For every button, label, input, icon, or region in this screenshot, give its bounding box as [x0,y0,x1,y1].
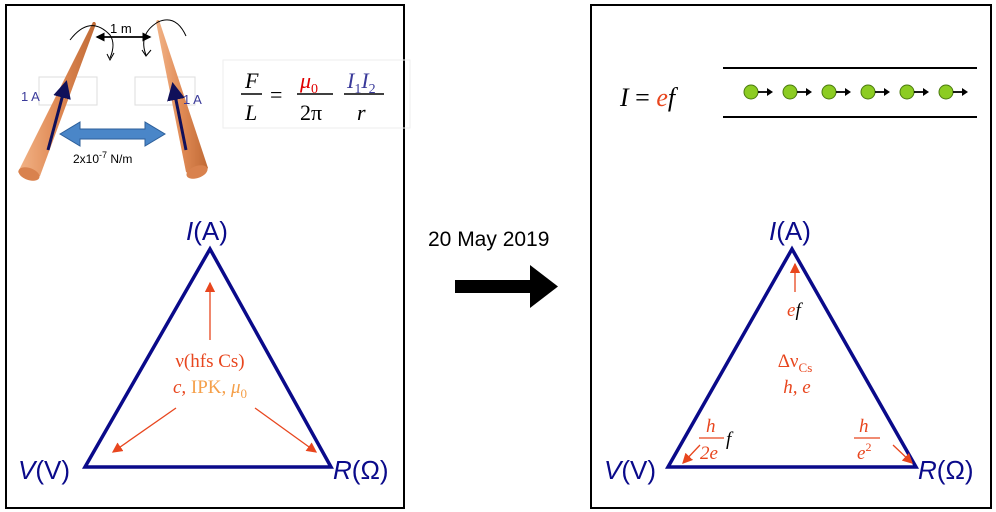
electron-stream [743,84,968,100]
svg-text:2π: 2π [300,100,322,125]
svg-text:μ0: μ0 [299,68,318,97]
top-ef-label: ef [787,300,803,321]
svg-text:h: h [859,416,869,437]
electron [899,84,929,100]
vertex-voltage-right: V(V) [604,455,656,485]
electron [743,84,773,100]
svg-text:I1I2: I1I2 [346,68,376,97]
date-label: 20 May 2019 [428,228,550,251]
electron [860,84,890,100]
electron [782,84,812,100]
electron [821,84,851,100]
current-label-left: 1 A [21,89,40,104]
vertex-resistance-right: R(Ω) [918,455,974,485]
cs-frequency-label: ΔνCs [778,351,813,375]
parallel-wires-illustration [18,19,208,181]
vertex-current-right: I(A) [769,216,811,246]
svg-text:e2: e2 [857,440,871,464]
vertex-current-left: I(A) [186,216,228,246]
constants-label-left: c, IPK, μ0 [173,377,247,401]
von-klitzing-constant-label: h e2 [854,416,880,464]
left-wire [18,22,96,180]
svg-text:h: h [706,416,716,437]
constants-label-right: h, e [783,377,810,398]
svg-text:F: F [244,68,259,93]
vertex-resistance-left: R(Ω) [333,455,389,485]
svg-text:L: L [244,100,257,125]
ampere-force-formula: F L = μ0 2π I1I2 r [222,59,411,129]
distance-label: 1 m [110,21,132,36]
josephson-constant-label: h 2e f [699,416,734,464]
svg-text:r: r [357,100,366,125]
force-arrow [59,121,166,147]
svg-text:=: = [270,82,282,107]
si-triangle-right [664,245,920,469]
svg-text:2e: 2e [700,443,718,464]
force-value-label: 2x10-7 N/m [73,150,132,166]
svg-text:f: f [726,429,734,450]
vertex-voltage-left: V(V) [18,455,70,485]
cs-hyperfine-label: ν(hfs Cs) [175,351,244,372]
transition-arrow [455,265,558,308]
electron [938,84,968,100]
current-label-right: 1 A [183,92,202,107]
current-definition-formula: I = ef [619,83,679,112]
si-triangle-left [81,245,334,469]
